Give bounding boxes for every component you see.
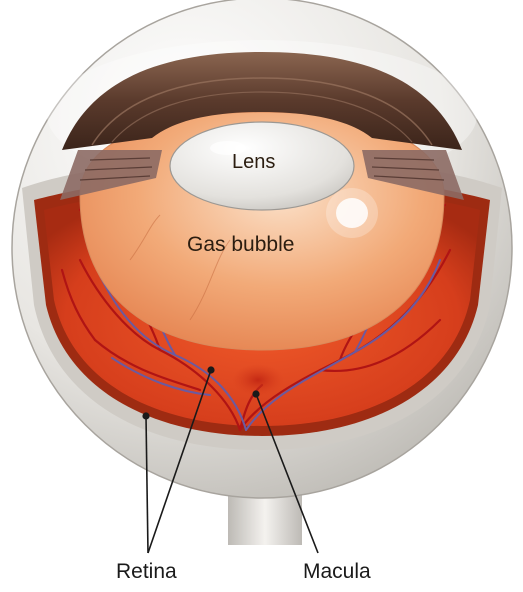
retina-pointer-dot bbox=[142, 412, 149, 419]
macula-label: Macula bbox=[303, 560, 371, 584]
macula-pointer-dot bbox=[252, 390, 259, 397]
retina-pointer-dot bbox=[207, 366, 214, 373]
gas-bubble-label: Gas bubble bbox=[187, 233, 294, 257]
lens-label: Lens bbox=[232, 151, 275, 174]
retina-label: Retina bbox=[116, 560, 177, 584]
